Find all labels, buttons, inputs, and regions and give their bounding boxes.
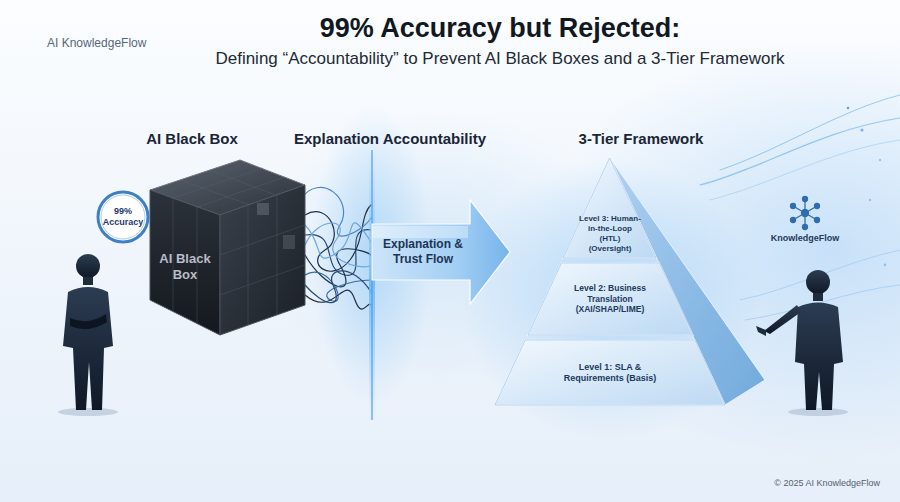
accuracy-badge: 99% Accuracy: [96, 190, 150, 244]
node-text: AI Black Box: [149, 251, 221, 283]
flow-streams: [700, 95, 900, 320]
network-icon: [791, 197, 820, 230]
icon-label: KnowledgeFlow: [771, 233, 840, 244]
pyramid-tier: Level 2: Business Translation (XAI/SHAP/…: [528, 263, 693, 335]
black-box-cube-outline: [145, 155, 313, 340]
brand-label: AI KnowledgeFlow: [47, 36, 146, 50]
node-text: 99% Accuracy: [100, 206, 146, 228]
black-box-cube: AI Black Box: [145, 155, 313, 340]
pyramid-tier: Level 3: Human-in-the-Loop (HTL) (Oversi…: [563, 158, 656, 258]
person-right: [756, 270, 848, 416]
node-text: Level 3: Human-in-the-Loop (HTL) (Oversi…: [579, 214, 641, 254]
section-heading: 3-Tier Framework: [579, 130, 704, 148]
subtitle: Defining “Accountability” to Prevent AI …: [215, 49, 784, 69]
accountability-beam: [369, 150, 375, 420]
node-text: Explanation & Trust Flow: [376, 237, 470, 267]
glow: [312, 105, 760, 440]
node-text: Level 2: Business Translation (XAI/SHAP/…: [564, 283, 656, 315]
title: 99% Accuracy but Rejected:: [320, 12, 681, 44]
section-heading: Explanation Accountability: [294, 130, 486, 148]
node-text: Level 1: SLA & Requirements (Basis): [549, 362, 671, 384]
person-left: [58, 254, 118, 416]
tangled-lines: [300, 187, 371, 309]
copyright: © 2025 AI KnowledgeFlow: [774, 478, 880, 489]
section-heading: AI Black Box: [146, 130, 238, 148]
flow-arrow: Explanation & Trust Flow: [372, 198, 512, 306]
pyramid-tier: Level 1: SLA & Requirements (Basis): [495, 340, 725, 405]
